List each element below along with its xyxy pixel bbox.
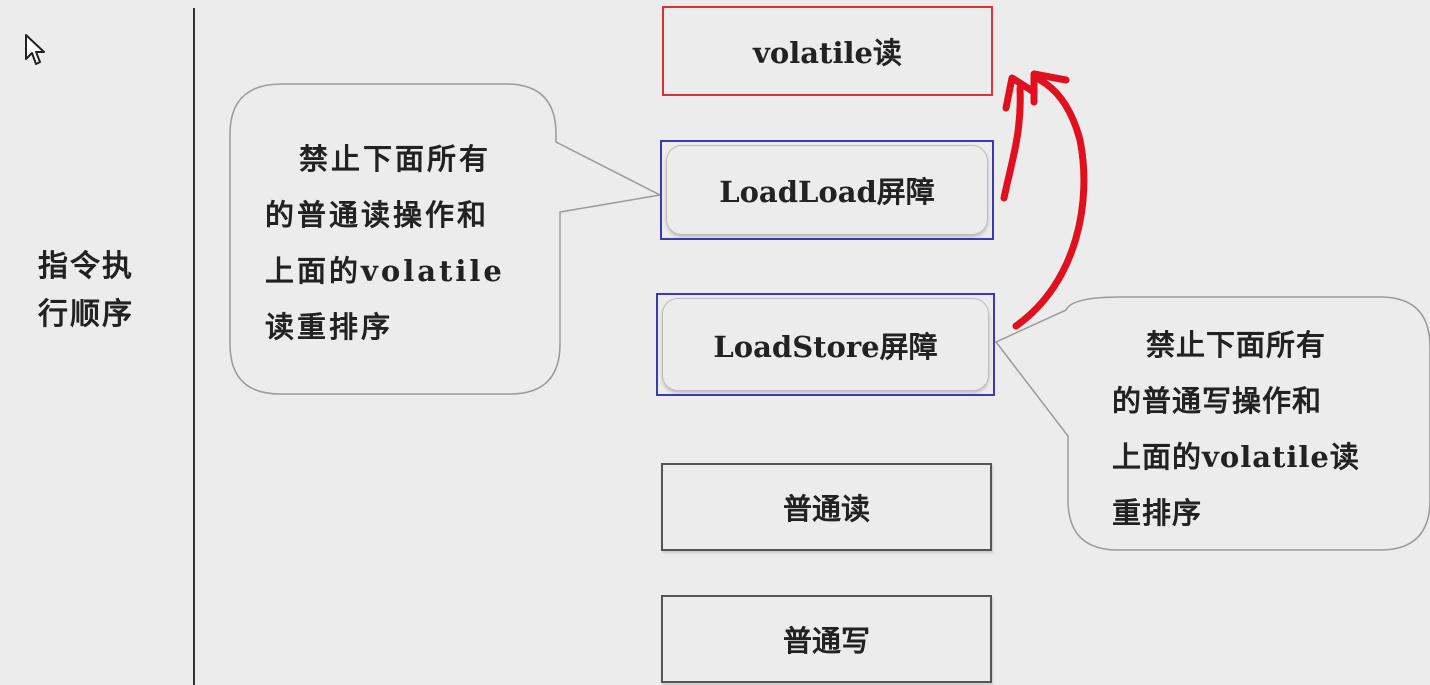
execution-order-label: 指令执 行顺序 <box>38 243 168 339</box>
normal-read-box: 普通读 <box>661 463 992 551</box>
normal-write-box: 普通写 <box>661 595 992 683</box>
loadstore-barrier-label: LoadStore屏障 <box>713 329 938 364</box>
loadload-barrier-label: LoadLoad屏障 <box>719 175 935 209</box>
left-callout-line: 的普通读操作和 <box>265 198 490 232</box>
right-callout-line: 禁止下面所有 <box>1146 328 1327 362</box>
loadstore-barrier-inner <box>662 298 989 391</box>
timeline-axis-line <box>193 8 195 685</box>
right-callout-text: 禁止下面所有 的普通写操作和 上面的volatile读 重排序 <box>1112 317 1402 541</box>
cursor-arrow-icon <box>25 34 45 65</box>
loadload-barrier-box: LoadLoad屏障 <box>660 140 994 240</box>
loadstore-barrier-box: LoadStore屏障 <box>656 293 995 396</box>
left-callout-text: 禁止下面所有 的普通读操作和 上面的volatile 读重排序 <box>265 131 555 355</box>
right-callout-line: 重排序 <box>1112 496 1203 530</box>
left-callout-line: 禁止下面所有 <box>299 142 492 176</box>
left-callout-line: 上面的volatile <box>265 254 505 288</box>
reorder-arrow-loadload <box>1000 74 1038 202</box>
reorder-arrow-loadstore <box>1012 70 1088 330</box>
volatile-read-label: volatile读 <box>753 36 902 70</box>
normal-write-label: 普通写 <box>782 624 870 658</box>
normal-read-label: 普通读 <box>782 492 870 526</box>
execution-order-label-line: 行顺序 <box>38 297 134 332</box>
right-callout-line: 上面的volatile读 <box>1112 440 1360 474</box>
right-callout-bubble <box>994 296 1430 551</box>
volatile-read-box: volatile读 <box>662 6 993 96</box>
left-callout-bubble <box>229 83 663 395</box>
right-callout-line: 的普通写操作和 <box>1112 384 1323 418</box>
left-callout-line: 读重排序 <box>265 310 394 344</box>
loadload-barrier-inner <box>666 145 988 235</box>
execution-order-label-line: 指令执 <box>38 249 134 284</box>
